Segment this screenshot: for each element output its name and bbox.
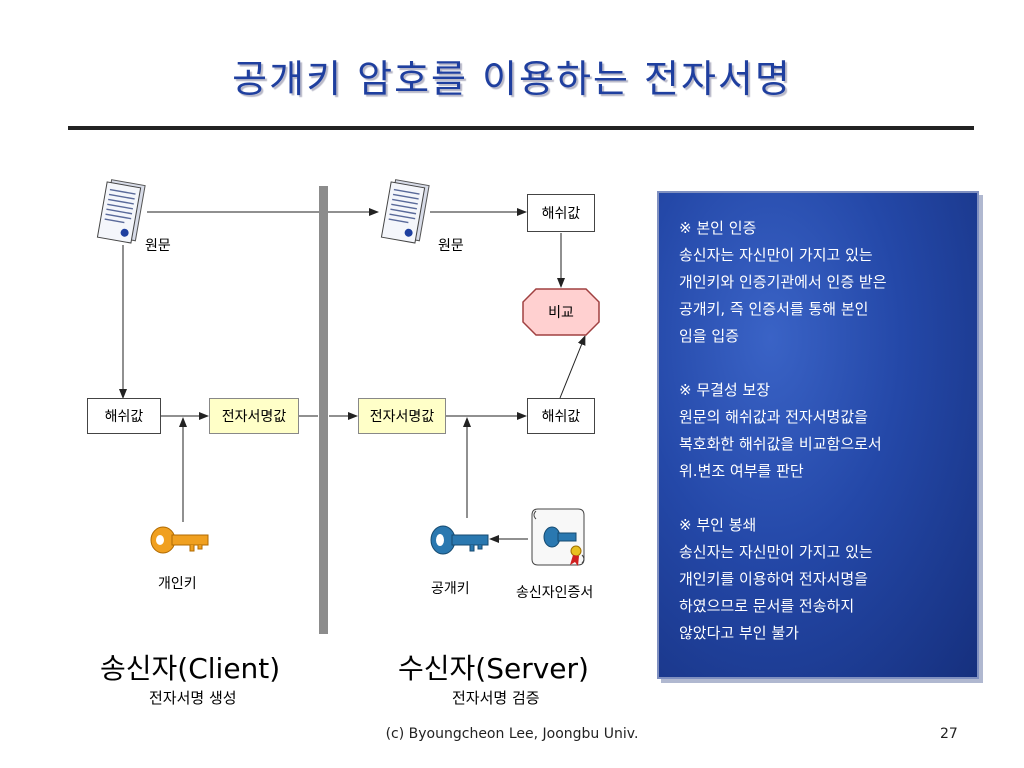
server-signature-label: 전자서명값: [369, 409, 435, 425]
document-icon: [96, 179, 146, 244]
footer-credit: (c) Byoungcheon Lee, Joongbu Univ.: [385, 726, 639, 742]
client-subtitle: 전자서명 생성: [149, 689, 237, 707]
server-document-label: 원문: [438, 238, 464, 254]
client-signature-label: 전자서명값: [221, 409, 287, 425]
certificate-label: 송신자인증서: [516, 585, 594, 601]
server-hash-bottom-box: 해쉬값: [527, 398, 595, 434]
server-signature-box: 전자서명값: [358, 398, 446, 434]
server-hash-bottom-label: 해쉬값: [541, 409, 581, 425]
public-key-label: 공개키: [431, 581, 470, 597]
client-hash-box: 해쉬값: [87, 398, 161, 434]
title-rule: [68, 126, 974, 130]
arrow-hash-to-compare-diag: [559, 335, 586, 399]
compare-octagon: [522, 288, 600, 336]
slide-title: 공개키 암호를 이용하는 전자서명: [232, 57, 792, 101]
document-icon: [380, 179, 430, 244]
server-name: 수신자(Server): [398, 652, 589, 685]
private-key-icon: [150, 526, 209, 554]
explanation-panel: ※ 본인 인증 송신자는 자신만이 가지고 있는 개인키와 인증기관에서 인증 …: [657, 191, 979, 679]
client-name: 송신자(Client): [100, 652, 281, 685]
server-hash-top-label: 해쉬값: [541, 206, 581, 222]
panel-authentication: ※ 본인 인증 송신자는 자신만이 가지고 있는 개인키와 인증기관에서 인증 …: [679, 219, 887, 345]
compare-label: 비교: [548, 305, 574, 321]
client-server-divider: [319, 186, 328, 634]
page-number: 27: [940, 726, 958, 742]
client-hash-label: 해쉬값: [104, 409, 144, 425]
panel-integrity: ※ 무결성 보장 원문의 해쉬값과 전자서명값을 복호화한 해쉬값을 비교함으로…: [679, 381, 882, 480]
private-key-label: 개인키: [158, 576, 197, 592]
public-key-icon: [430, 525, 489, 555]
client-signature-box: 전자서명값: [209, 398, 299, 434]
client-document-label: 원문: [145, 238, 171, 254]
panel-non-repudiation: ※ 부인 봉쇄 송신자는 자신만이 가지고 있는 개인키를 이용하여 전자서명을…: [679, 516, 873, 642]
server-hash-top-box: 해쉬값: [527, 194, 595, 232]
server-subtitle: 전자서명 검증: [452, 689, 540, 707]
certificate-icon: [531, 508, 585, 566]
